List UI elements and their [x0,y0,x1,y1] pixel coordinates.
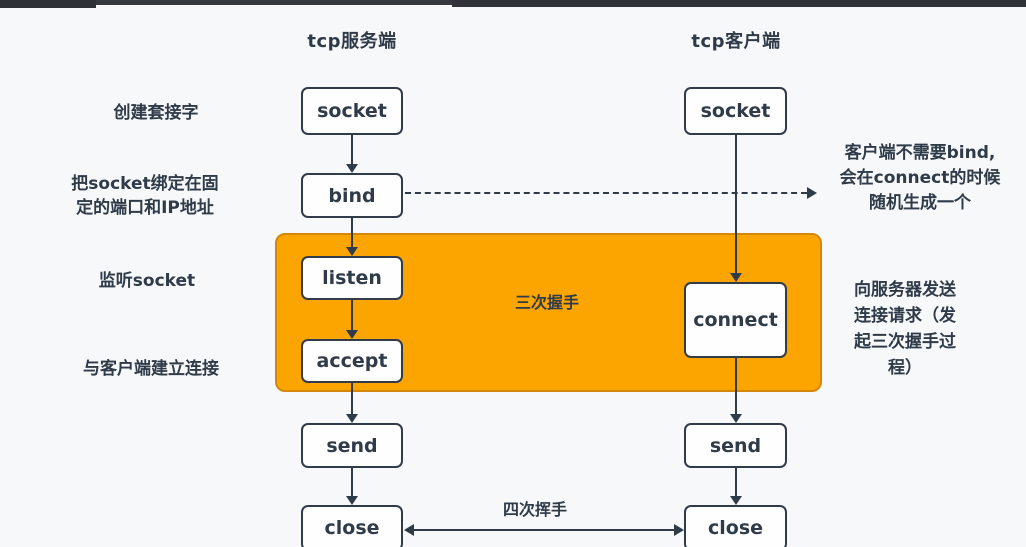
client-column-title: tcp客户端 [691,31,781,52]
arrow-server-send-to-close [351,468,353,496]
client-node-send: send [684,423,787,468]
server-node-listen: listen [301,256,403,300]
arrow-server-listen-to-accept [351,300,353,330]
arrowhead-down-icon [346,247,358,256]
arrowhead-down-icon [730,273,742,282]
client-node-close: close [684,505,787,547]
arrowhead-down-icon [346,496,358,505]
teardown-label: 四次挥手 [502,500,567,519]
server-column-title: tcp服务端 [307,31,397,52]
arrow-server-socket-to-bind [351,135,353,164]
arrow-close-to-close [413,529,675,531]
annotation-connect-request: 向服务器发送 连接请求（发 起三次握手过 程） [854,280,956,378]
arrowhead-down-icon [346,330,358,339]
arrow-client-socket-to-connect [735,135,737,273]
arrowhead-right-icon [674,524,684,536]
annotation-client-no-bind: 客户端不需要bind, 会在connect的时候 随机生成一个 [839,143,1001,213]
arrowhead-right-icon [807,187,817,199]
arrow-server-accept-to-send [351,383,353,414]
client-node-socket: socket [684,87,787,135]
server-node-send: send [301,423,403,468]
arrowhead-left-icon [404,524,414,536]
top-border-strip-left [0,0,96,8]
arrowhead-down-icon [730,496,742,505]
arrow-client-send-to-close [735,468,737,496]
arrowhead-down-icon [730,414,742,423]
arrowhead-down-icon [346,164,358,173]
server-node-accept: accept [301,339,403,383]
server-node-bind: bind [301,173,403,218]
arrow-server-bind-to-listen [351,217,353,247]
handshake-label: 三次握手 [514,293,579,312]
annotation-create-socket: 创建套接字 [113,103,199,123]
annotation-bind-port-ip: 把socket绑定在固 定的端口和IP地址 [71,174,219,218]
server-node-socket: socket [301,87,403,135]
client-node-connect: connect [684,282,787,358]
top-border-strip-right [452,0,1026,7]
server-node-close: close [301,505,403,547]
annotation-establish-connection: 与客户端建立连接 [83,359,219,379]
dashed-arrow-bind-to-note [405,192,807,194]
arrow-client-connect-to-send [735,358,737,414]
arrowhead-down-icon [346,414,358,423]
annotation-listen-socket: 监听socket [98,271,196,291]
